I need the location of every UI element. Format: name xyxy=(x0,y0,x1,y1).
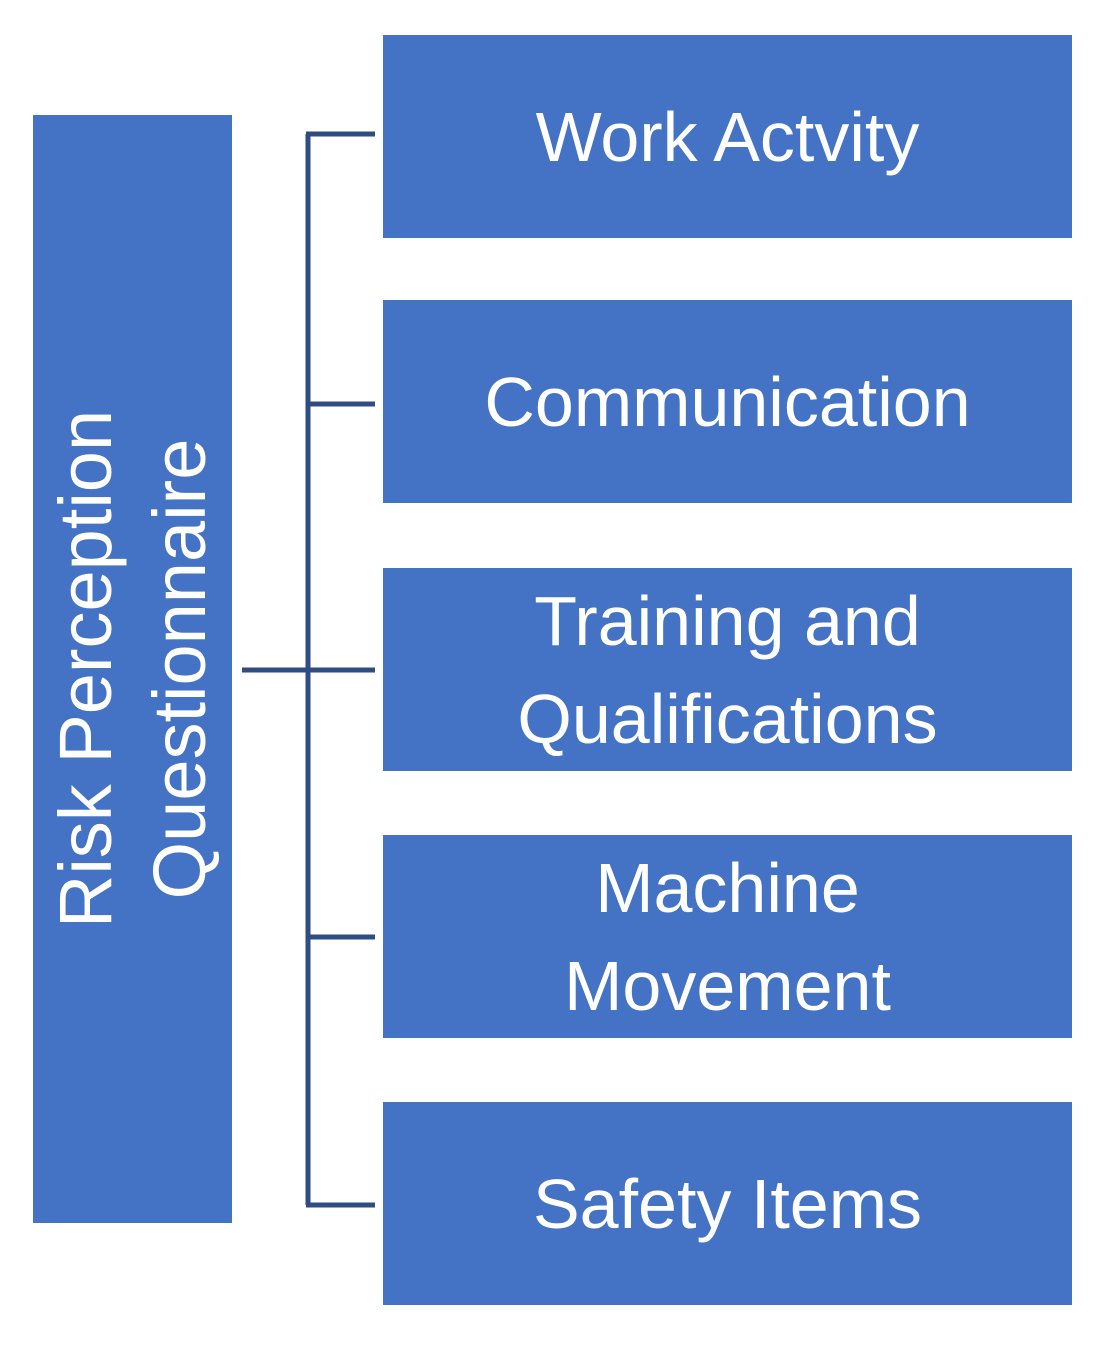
child-node-label: Training and Qualifications xyxy=(517,581,938,758)
child-node-safety-items: Safety Items xyxy=(383,1102,1072,1305)
child-node-machine-movement: Machine Movement xyxy=(383,835,1072,1038)
child-node-label: Communication xyxy=(484,362,971,441)
child-node-communication: Communication xyxy=(383,300,1072,503)
root-node: Risk Perception Questionnaire xyxy=(33,115,232,1223)
child-node-label: Work Actvity xyxy=(535,97,920,176)
child-node-work-activity: Work Actvity xyxy=(383,35,1072,238)
root-node-label: Risk Perception Questionnaire xyxy=(43,409,221,929)
child-node-label: Safety Items xyxy=(532,1164,923,1243)
child-node-label: Machine Movement xyxy=(564,848,891,1025)
child-node-training-and-qualifications: Training and Qualifications xyxy=(383,568,1072,771)
